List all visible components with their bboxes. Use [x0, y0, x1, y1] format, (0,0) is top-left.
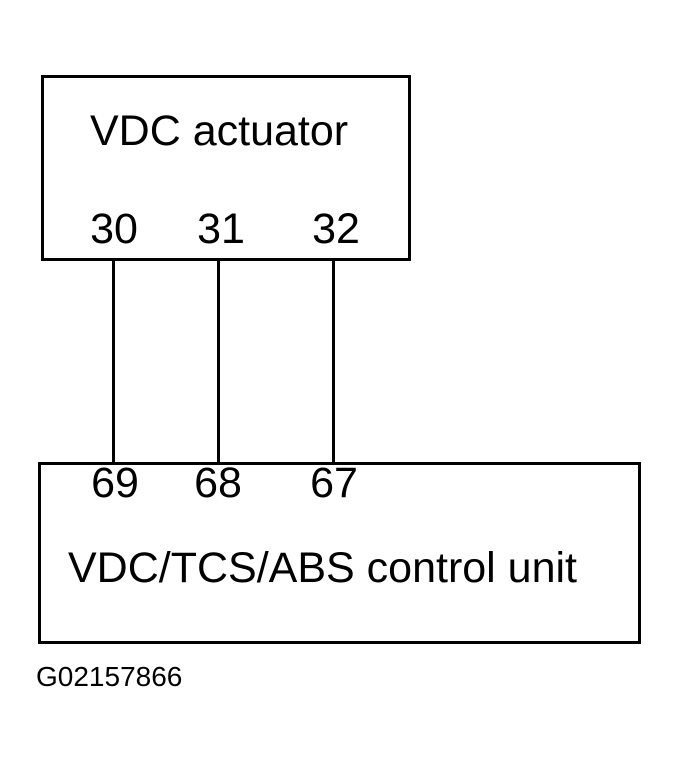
- wire-32-67: [332, 259, 335, 464]
- actuator-pin-30-label: 30: [90, 205, 138, 253]
- control-unit-pin-69-label: 69: [91, 459, 139, 507]
- wire-31-68: [217, 259, 220, 464]
- control-unit-pin-68-label: 68: [194, 459, 242, 507]
- actuator-pin-31-label: 31: [197, 205, 245, 253]
- vdc-actuator-label: VDC actuator: [90, 107, 349, 155]
- wire-30-69: [112, 259, 115, 464]
- figure-id-label: G02157866: [36, 661, 183, 692]
- control-unit-box: [38, 462, 641, 644]
- actuator-pin-32-label: 32: [312, 205, 360, 253]
- control-unit-label: VDC/TCS/ABS control unit: [68, 544, 578, 592]
- control-unit-pin-67-label: 67: [310, 459, 358, 507]
- vdc-actuator-box: [41, 75, 411, 261]
